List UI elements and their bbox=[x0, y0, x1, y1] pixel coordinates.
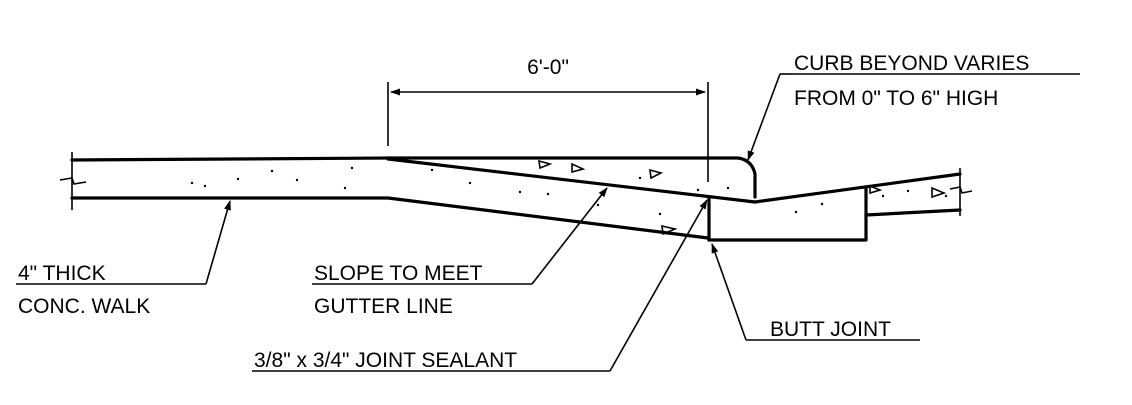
walk-label-line2: CONC. WALK bbox=[18, 295, 150, 318]
hatch-dot bbox=[596, 203, 600, 207]
slope-line bbox=[386, 157, 757, 204]
hatch-triangle bbox=[869, 184, 883, 195]
hatch-dot bbox=[944, 194, 948, 198]
hatch-dot bbox=[906, 189, 910, 193]
walk-top-edge bbox=[70, 156, 757, 199]
hatch-triangle bbox=[571, 162, 586, 174]
walk-bottom-edge bbox=[70, 196, 710, 240]
hatch-dot bbox=[696, 188, 700, 192]
sealant-label-line1: 3/8" x 3/4" JOINT SEALANT bbox=[254, 349, 517, 372]
callout-walk: 4" THICK CONC. WALK bbox=[16, 200, 231, 318]
walk-label-line1: 4" THICK bbox=[18, 262, 106, 285]
butt-label-line1: BUTT JOINT bbox=[770, 318, 891, 341]
hatch-dot bbox=[468, 181, 472, 185]
hatch-dot bbox=[658, 212, 662, 216]
dimension-group: 6'-0" bbox=[387, 56, 709, 182]
sealant-leader bbox=[609, 199, 708, 372]
hatch-dot bbox=[546, 192, 550, 196]
butt-leader bbox=[711, 243, 747, 341]
hatch-dot bbox=[350, 166, 354, 170]
hatch-dot bbox=[295, 178, 299, 182]
hatch-triangle bbox=[661, 224, 678, 236]
slope-label-line1: SLOPE TO MEET bbox=[314, 262, 483, 285]
callout-curb: CURB BEYOND VARIES FROM 0" TO 6" HIGH bbox=[747, 52, 1080, 161]
gutter-bottom-edge bbox=[707, 185, 868, 242]
hatch-dot bbox=[236, 177, 240, 181]
hatch-dot bbox=[430, 168, 434, 172]
curb-label-line2: FROM 0" TO 6" HIGH bbox=[794, 87, 998, 110]
walk-leader bbox=[205, 200, 231, 285]
hatch-triangle bbox=[649, 168, 664, 180]
gutter-top-edge bbox=[753, 172, 962, 204]
hatch-dot bbox=[343, 186, 347, 190]
dimension-label: 6'-0" bbox=[527, 56, 569, 79]
hatch-dot bbox=[726, 186, 730, 190]
slope-leader bbox=[531, 187, 608, 285]
hatch-dot bbox=[190, 181, 194, 185]
hatch-dot bbox=[518, 190, 522, 194]
hatch-dot bbox=[794, 210, 798, 214]
callout-joint-sealant: 3/8" x 3/4" JOINT SEALANT bbox=[252, 199, 708, 372]
hatch-triangle bbox=[931, 186, 947, 199]
hatch-dot bbox=[638, 176, 642, 180]
hatch-triangle bbox=[538, 159, 553, 170]
callout-butt-joint: BUTT JOINT bbox=[711, 243, 920, 341]
section-outline bbox=[59, 152, 973, 242]
break-symbol-right bbox=[949, 186, 973, 194]
curb-label-line1: CURB BEYOND VARIES bbox=[794, 52, 1029, 75]
curb-leader bbox=[747, 73, 781, 161]
hatch-dot bbox=[270, 169, 274, 173]
concrete-hatch bbox=[190, 159, 948, 236]
hatch-dot bbox=[881, 194, 885, 198]
hatch-dot bbox=[820, 202, 824, 206]
callout-slope: SLOPE TO MEET GUTTER LINE bbox=[312, 187, 608, 318]
hatch-dot bbox=[203, 184, 207, 188]
street-bottom-edge bbox=[864, 208, 962, 217]
slope-label-line2: GUTTER LINE bbox=[314, 295, 453, 318]
break-symbol-left bbox=[59, 177, 87, 185]
